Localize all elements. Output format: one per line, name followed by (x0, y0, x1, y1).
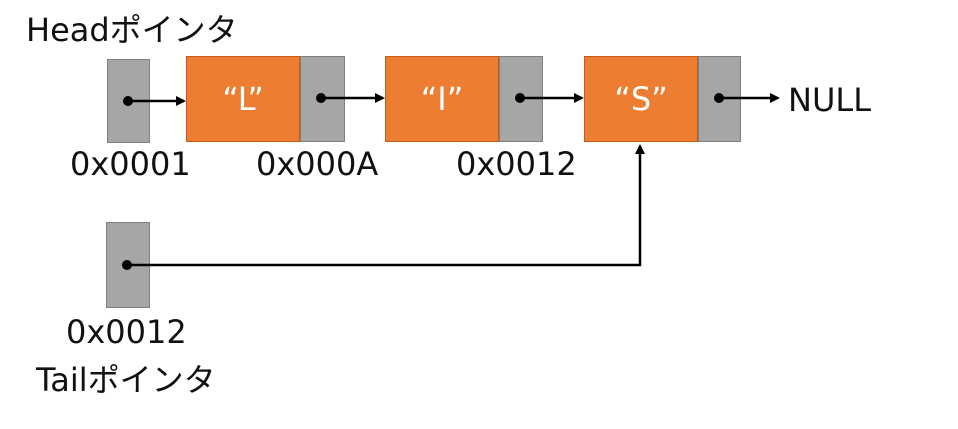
node-3-data: “S” (584, 56, 698, 142)
tail-pointer-label: Tailポインタ (36, 361, 216, 399)
head-pointer-label: Headポインタ (26, 11, 238, 49)
node-1-data: “L” (186, 56, 300, 142)
node-1-address-label: 0x000A (256, 145, 379, 183)
head-address-label: 0x0001 (70, 145, 191, 183)
node-2-address-label: 0x0012 (456, 145, 577, 183)
node-2-data: “I” (385, 56, 499, 142)
tail-to-node-3-arrow (127, 144, 645, 267)
null-label: NULL (788, 81, 872, 119)
tail-address-label: 0x0012 (66, 313, 187, 351)
